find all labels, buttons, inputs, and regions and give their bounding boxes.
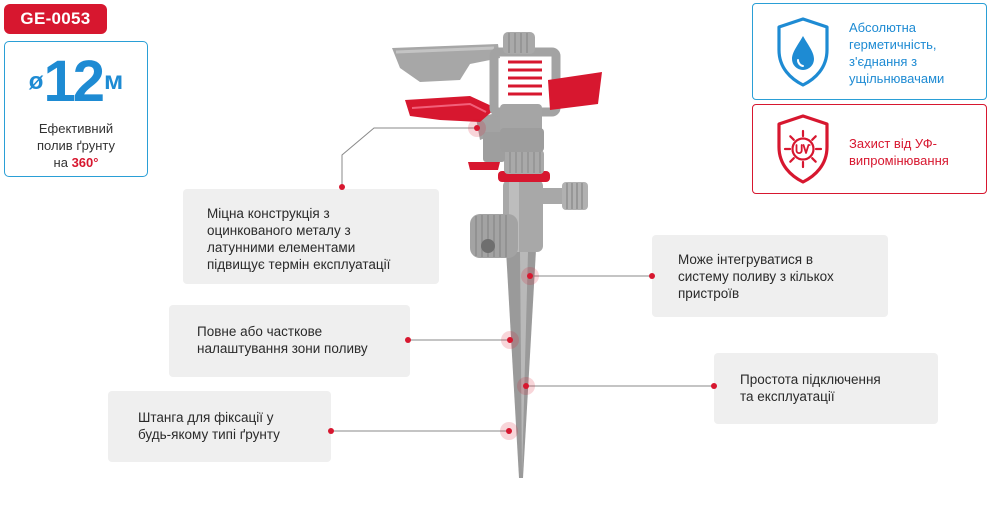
marker-dots xyxy=(328,119,717,440)
callout-line: та експлуатації xyxy=(740,389,835,404)
range-unit: м xyxy=(103,65,124,95)
range-value: ø12м xyxy=(5,50,147,114)
range-desc-line: на xyxy=(53,155,72,170)
callout-line: Штанга для фіксації у xyxy=(138,410,274,425)
range-description: Ефективний полив ґрунту на 360° xyxy=(13,120,139,171)
callout-line: оцинкованого металу з xyxy=(207,223,351,238)
uv-feature-text: Захист від УФ- випромінювання xyxy=(849,135,978,169)
callout-line: Повне або часткове xyxy=(197,324,323,339)
range-angle: 360° xyxy=(71,155,99,170)
uv-sun-shield-icon xyxy=(777,114,829,184)
callout-line: систему поливу з кількох xyxy=(678,269,834,284)
red-vane xyxy=(548,72,602,110)
top-cap xyxy=(503,32,535,54)
callout-line: підвищує термін експлуатації xyxy=(207,257,391,272)
feature-line: випромінювання xyxy=(849,153,949,168)
callout-line: пристроїв xyxy=(678,286,740,301)
callout-easy-use: Простота підключення та експлуатації xyxy=(714,353,938,424)
callout-line: налаштування зони поливу xyxy=(197,341,368,356)
feature-line: ущільнювачами xyxy=(849,71,945,86)
water-drop-shield-icon xyxy=(777,17,829,87)
uv-protection-feature-card: Захист від УФ- випромінювання xyxy=(752,104,987,194)
leader-lines xyxy=(331,127,714,432)
feature-line: герметичність, xyxy=(849,37,937,52)
watering-range-card: ø12м Ефективний полив ґрунту на 360° xyxy=(4,41,148,177)
deflector-red xyxy=(405,96,496,122)
callout-line: Простота підключення xyxy=(740,372,881,387)
callout-spike: Штанга для фіксації у будь-якому типі ґр… xyxy=(108,391,331,462)
hose-connector xyxy=(538,188,566,204)
callout-line: будь-якому типі ґрунту xyxy=(138,427,280,442)
sealing-feature-text: Абсолютна герметичність, з'єднання з ущі… xyxy=(849,19,978,87)
impact-arm xyxy=(392,44,500,82)
feature-line: Абсолютна xyxy=(849,20,916,35)
range-desc-line: Ефективний xyxy=(38,121,114,136)
callout-zone-adjustment: Повне або часткове налаштування зони пол… xyxy=(169,305,410,377)
callout-line: латунними елементами xyxy=(207,240,356,255)
sealing-feature-card: Абсолютна герметичність, з'єднання з ущі… xyxy=(752,3,987,100)
ground-spike xyxy=(506,250,536,478)
feature-line: Захист від УФ- xyxy=(849,136,937,151)
diameter-symbol: ø xyxy=(28,68,44,95)
callout-line: Міцна конструкція з xyxy=(207,206,330,221)
callout-system-integration: Може інтегруватися в систему поливу з кі… xyxy=(652,235,888,317)
product-code-badge: GE-0053 xyxy=(4,4,107,34)
feature-line: з'єднання з xyxy=(849,54,918,69)
callout-line: Може інтегруватися в xyxy=(678,252,814,267)
callout-construction: Міцна конструкція з оцинкованого металу … xyxy=(183,189,439,284)
range-desc-line: полив ґрунту xyxy=(36,138,116,153)
range-number: 12 xyxy=(43,49,104,114)
